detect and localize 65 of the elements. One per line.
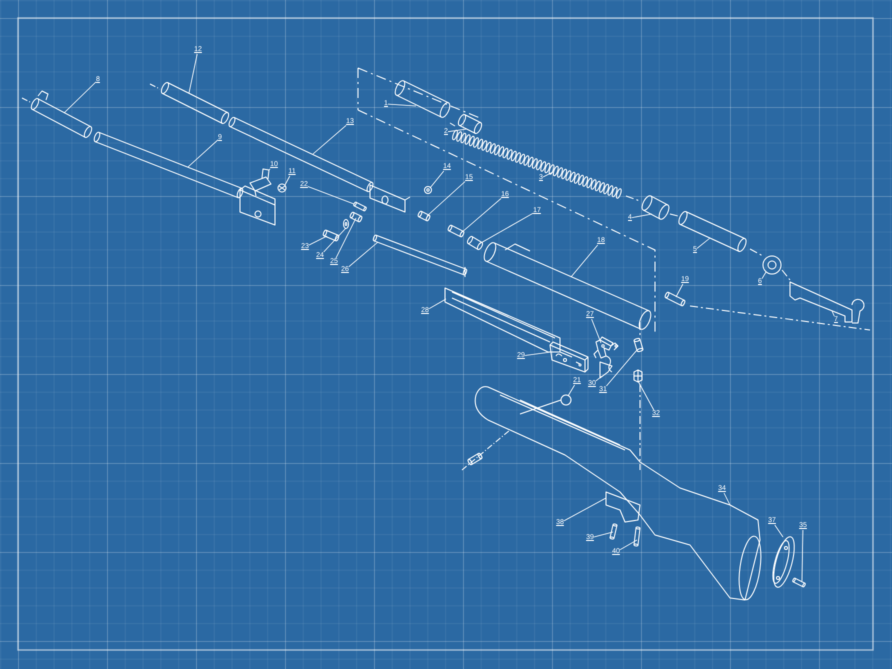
- pin-drawing: [634, 338, 644, 352]
- rail-drawing: [444, 288, 560, 352]
- cylinder-tube-drawing: [228, 116, 410, 212]
- washer-drawing: [424, 186, 432, 194]
- leader-line: [696, 238, 710, 249]
- bushing-drawing: [642, 195, 670, 220]
- bracket-drawing: [790, 282, 864, 324]
- lever-drawing: [600, 362, 612, 378]
- leader-line: [632, 214, 652, 218]
- tube-drawing: [394, 80, 450, 118]
- leader-line: [774, 524, 784, 538]
- leader-line: [448, 128, 468, 132]
- spring-drawing: [452, 130, 622, 199]
- leader-line: [594, 532, 614, 538]
- leader-line: [64, 82, 96, 114]
- leader-line: [724, 492, 730, 506]
- screw-drawing: [322, 230, 340, 242]
- tube-drawing: [160, 82, 230, 124]
- leader-line: [426, 181, 466, 216]
- leader-line: [284, 176, 290, 186]
- leader-line: [620, 540, 638, 550]
- leader-line: [676, 284, 684, 298]
- nut-drawing: [634, 370, 642, 382]
- leader-line: [460, 198, 502, 234]
- leader-line: [336, 218, 356, 258]
- leader-line: [542, 172, 554, 178]
- leader-line: [188, 54, 198, 94]
- stock-drawing: [474, 386, 762, 600]
- rod-drawing: [372, 234, 468, 278]
- leader-line: [308, 236, 328, 246]
- pin-drawing: [466, 236, 484, 250]
- leader-line: [596, 376, 602, 382]
- leader-line: [570, 244, 598, 278]
- leader-line: [762, 272, 766, 280]
- leader-line: [606, 350, 638, 386]
- bushing-drawing: [458, 114, 482, 134]
- pin-drawing: [664, 292, 686, 306]
- screw-drawing: [792, 578, 806, 588]
- leader-line: [308, 186, 354, 204]
- ring-drawing: [762, 256, 782, 274]
- leader-line: [802, 530, 804, 582]
- leader-line: [591, 318, 602, 344]
- leader-line: [638, 380, 654, 410]
- tube-drawing: [678, 211, 747, 252]
- pin-drawing: [448, 224, 464, 238]
- plate-drawing: [550, 342, 588, 372]
- butt-pad-drawing: [772, 536, 795, 588]
- leader-line: [568, 384, 575, 396]
- leader-line: [312, 125, 346, 154]
- leader-line: [524, 352, 552, 356]
- leader-line: [832, 310, 835, 316]
- leader-line: [430, 170, 444, 188]
- leader-line: [388, 104, 416, 106]
- front-sight-tube-drawing: [30, 90, 92, 138]
- trigger-drawing: [594, 336, 618, 372]
- washer-drawing: [343, 219, 349, 229]
- leader-line: [428, 298, 446, 310]
- tube-drawing: [484, 242, 652, 330]
- pin-drawing: [350, 212, 362, 222]
- sight-drawing: [250, 168, 272, 196]
- leader-line: [478, 212, 534, 244]
- leader-line: [188, 139, 218, 168]
- leader-line: [348, 242, 378, 268]
- pin-drawing: [418, 210, 430, 222]
- leader-line: [323, 228, 346, 252]
